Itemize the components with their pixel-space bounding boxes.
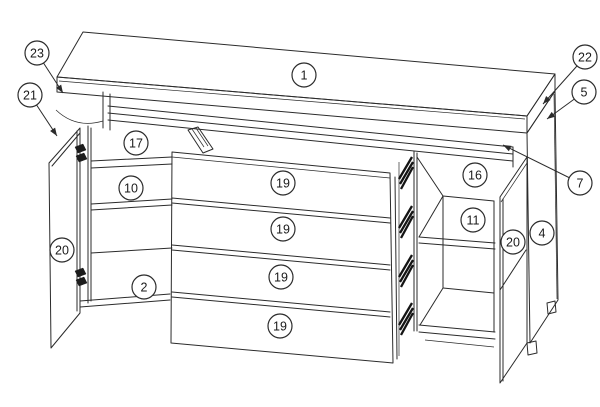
callout-19: 19 xyxy=(270,170,296,196)
callout-circle-7 xyxy=(567,170,593,196)
leader-arrowhead-21 xyxy=(50,127,57,136)
callout-number-5: 5 xyxy=(581,86,588,100)
callout-number-2: 2 xyxy=(141,281,148,295)
callout-number-19: 19 xyxy=(276,177,290,191)
leader-arrowhead-22 xyxy=(543,96,551,104)
leader-arrowhead-7 xyxy=(503,145,512,152)
left-compartment-interior xyxy=(79,125,173,308)
door-swing-arc xyxy=(55,109,104,124)
cabinet-feet xyxy=(526,300,557,356)
callout-number-19: 19 xyxy=(274,271,288,285)
leader-arrowhead-23 xyxy=(56,84,63,93)
callout-19: 19 xyxy=(270,216,296,242)
callout-19: 19 xyxy=(267,313,293,339)
callout-number-19: 19 xyxy=(273,320,287,334)
callout-22: 22 xyxy=(542,44,598,105)
callout-circle-19 xyxy=(270,170,296,196)
callout-circle-1 xyxy=(291,62,317,88)
callout-number-4: 4 xyxy=(539,227,546,241)
callout-number-1: 1 xyxy=(301,69,308,83)
carcass-top-rail xyxy=(55,91,514,168)
callout-16: 16 xyxy=(462,162,488,188)
callout-number-22: 22 xyxy=(578,51,592,65)
callout-number-17: 17 xyxy=(129,137,143,151)
top-panel xyxy=(56,31,556,134)
callout-19: 19 xyxy=(268,264,294,290)
callout-circle-19 xyxy=(268,264,294,290)
callout-23: 23 xyxy=(24,40,64,94)
callout-5: 5 xyxy=(546,79,597,120)
callout-circle-23 xyxy=(24,40,50,66)
callout-17: 17 xyxy=(123,130,149,156)
callout-number-20: 20 xyxy=(506,236,520,250)
callout-circle-19 xyxy=(267,313,293,339)
callout-11: 11 xyxy=(460,207,486,233)
drawer-stack xyxy=(170,151,398,364)
callout-circle-21 xyxy=(17,82,43,108)
callout-10: 10 xyxy=(118,175,144,201)
callout-1: 1 xyxy=(291,62,317,88)
callout-circle-17 xyxy=(123,130,149,156)
callout-4: 4 xyxy=(529,220,555,246)
callout-number-7: 7 xyxy=(577,177,584,191)
center-partition-top xyxy=(187,126,214,154)
hinge-icons xyxy=(74,143,88,287)
callout-circle-22 xyxy=(572,44,598,70)
drawer-slides xyxy=(398,150,418,356)
right-side-panel xyxy=(526,90,559,344)
callout-layer: 1 23 21 17 10 20 2 19 19 19 19 16 11 20 4 22 5 7 xyxy=(17,40,598,339)
callout-circle-20 xyxy=(49,237,75,263)
callout-number-21: 21 xyxy=(23,89,37,103)
callout-circle-5 xyxy=(571,79,597,105)
callout-circle-11 xyxy=(460,207,486,233)
callout-7: 7 xyxy=(502,144,593,196)
callout-circle-2 xyxy=(131,274,157,300)
callout-2: 2 xyxy=(131,274,157,300)
callout-circle-20 xyxy=(500,229,526,255)
callout-20: 20 xyxy=(49,237,75,263)
callout-circle-10 xyxy=(118,175,144,201)
right-compartment-interior xyxy=(416,156,496,348)
callout-number-20: 20 xyxy=(55,244,69,258)
right-door xyxy=(499,156,528,384)
callout-circle-19 xyxy=(270,216,296,242)
callout-number-23: 23 xyxy=(30,47,44,61)
leader-line-7 xyxy=(502,144,581,184)
callout-circle-4 xyxy=(529,220,555,246)
callout-20: 20 xyxy=(500,229,526,255)
leader-arrowhead-5 xyxy=(547,111,556,119)
callout-circle-16 xyxy=(462,162,488,188)
callout-number-10: 10 xyxy=(124,182,138,196)
callout-21: 21 xyxy=(17,82,58,137)
callout-number-16: 16 xyxy=(468,169,482,183)
callout-number-11: 11 xyxy=(467,214,480,228)
callout-number-19: 19 xyxy=(276,223,290,237)
